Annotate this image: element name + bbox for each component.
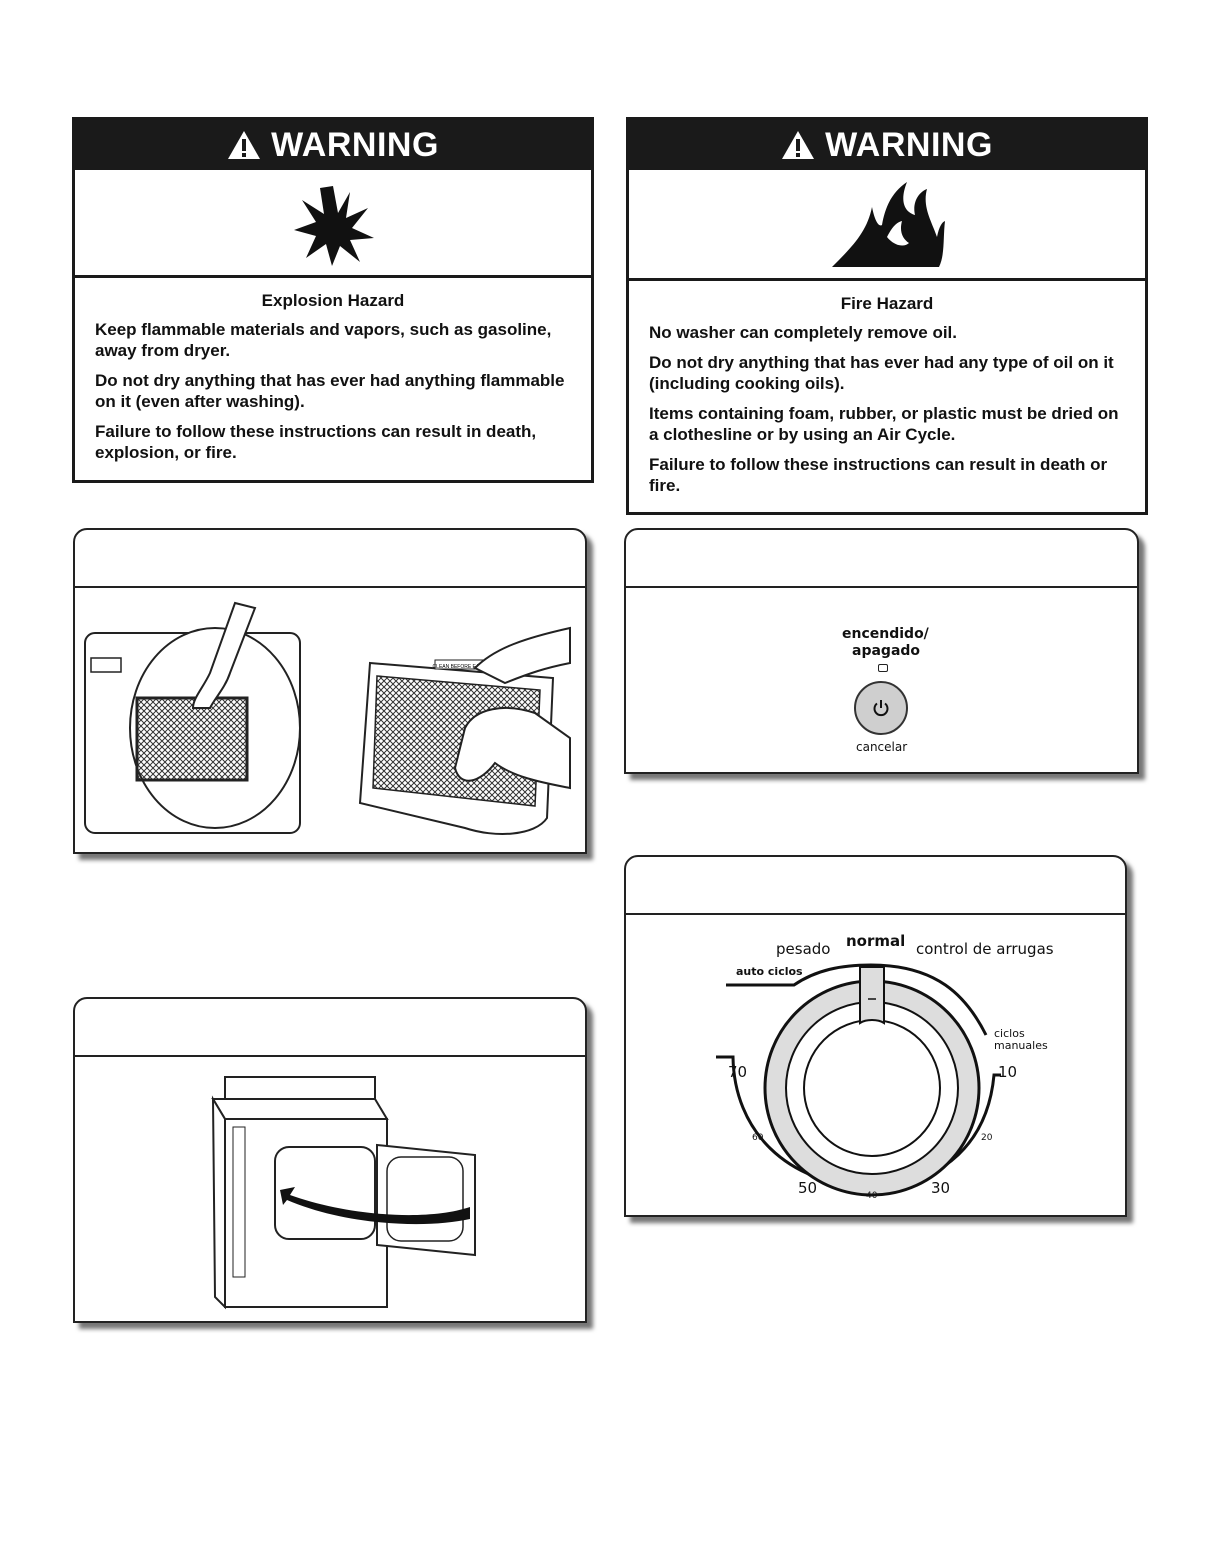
power-label-top: encendido/ [842,626,929,642]
cycle-dial-illustration [716,963,1001,1197]
warning-paragraph: Do not dry anything that has ever had an… [649,353,1114,393]
power-label-bottom: cancelar [856,740,908,754]
dial-label-auto: auto ciclos [736,965,803,978]
lint-screen-illustration: CLEAN BEFORE EACH LOAD [84,601,571,835]
warning-fire: WARNING Fire Hazard No washer can comple… [626,117,1148,515]
warning-header: WARNING [75,120,591,170]
power-icon [873,700,889,717]
warning-paragraph: Do not dry anything that has ever had an… [95,371,565,411]
power-label-top-2: apagado [852,643,921,659]
dial-label-manual-1: ciclos [994,1027,1025,1040]
dial-tick-30: 30 [931,1179,951,1197]
dial-tick-60: 60 [752,1133,764,1143]
dial-label-pesado: pesado [776,940,831,958]
warning-triangle-icon [782,131,815,159]
dial-label-normal: normal [846,932,906,950]
warning-triangle-icon [228,131,261,159]
svg-text:CLEAN BEFORE EACH LOAD: CLEAN BEFORE EACH LOAD [433,664,502,670]
warning-paragraph: Failure to follow these instructions can… [649,455,1108,495]
explosion-icon [294,185,374,266]
hazard-title: Fire Hazard [840,294,934,313]
dial-tick-50: 50 [798,1179,818,1197]
dial-label-control: control de arrugas [916,940,1054,958]
dryer-door-panel [73,997,587,1323]
warning-paragraph: Keep flammable materials and vapors, suc… [95,320,552,360]
dryer-door-illustration [211,1076,476,1310]
warning-paragraph: Items containing foam, rubber, or plasti… [649,404,1119,444]
fire-icon [832,181,945,267]
dial-tick-10: 10 [998,1063,1018,1081]
lint-screen-panel: CLEAN BEFORE EACH LOAD [73,528,587,854]
warning-header: WARNING [629,120,1145,170]
dial-tick-20: 20 [981,1133,993,1143]
power-button[interactable] [854,681,908,735]
explosion-pictogram [75,170,591,278]
warning-paragraph: Failure to follow these instructions can… [95,422,537,462]
cycle-dial-panel: normal pesado control de arrugas auto ci… [624,855,1127,1217]
hazard-title: Explosion Hazard [261,291,405,310]
power-indicator-light [878,664,888,672]
fire-pictogram [629,170,1145,281]
warning-explosion: WARNING Explosion Hazard Keep flammable … [72,117,594,483]
warning-paragraph: No washer can completely remove oil. [649,323,958,342]
dial-tick-70: 70 [728,1063,748,1081]
power-panel: encendido/ apagado cancelar [624,528,1139,774]
dial-tick-40: 40 [866,1191,878,1201]
dial-label-manual-2: manuales [994,1039,1048,1052]
